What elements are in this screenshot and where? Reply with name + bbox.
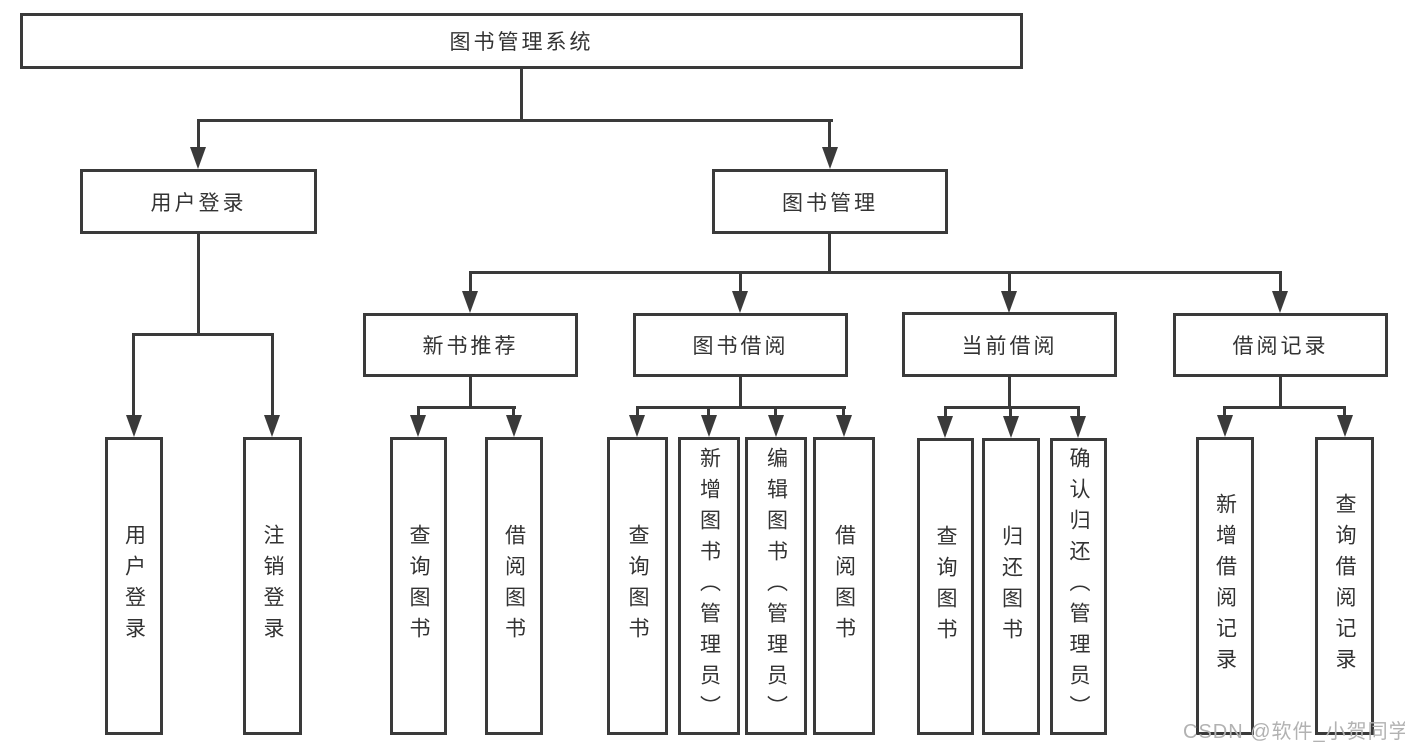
leaf-edit-book-admin: 编辑图书（管理员） [745,437,807,735]
arrowhead-down [1337,415,1353,437]
leaf-query-books-newbooks-label: 查询图书 [407,524,430,648]
arrowhead-down [190,147,206,169]
leaf-return-book-label: 归还图书 [999,524,1023,649]
connector-line [1077,406,1080,420]
arrowhead-down [506,415,522,437]
arrowhead-down [462,291,478,313]
connector-line [469,271,472,295]
connector-line [1279,375,1282,409]
connector-line [520,69,523,121]
connector-line [417,406,420,420]
connector-line [944,406,1080,409]
leaf-borrow-books-borrow: 借阅图书 [813,437,875,735]
leaf-query-borrow-record-label: 查询借阅记录 [1333,493,1356,679]
connector-line [197,119,833,122]
connector-line [1008,271,1011,295]
connector-line [469,271,1282,274]
connector-line [842,406,845,420]
connector-line [197,119,200,152]
connector-line [707,406,710,420]
leaf-query-books-current-label: 查询图书 [934,524,957,649]
arrowhead-down [937,416,953,438]
csdn-watermark: CSDN @软件_小贺同学 [1183,721,1405,743]
connector-line [774,406,777,420]
arrowhead-down [768,415,784,437]
arrowhead-down [1001,291,1017,313]
node-book-borrow-label: 图书借阅 [692,335,789,358]
connector-line [636,406,846,409]
node-current-borrow: 当前借阅 [902,312,1117,377]
arrowhead-down [1003,416,1019,438]
leaf-logout: 注销登录 [243,437,302,735]
node-new-books: 新书推荐 [363,313,578,377]
connector-line [132,333,274,336]
connector-line [636,406,639,420]
leaf-confirm-return-admin-label: 确认归还（管理员） [1067,447,1090,726]
connector-line [1008,375,1011,409]
leaf-logout-label: 注销登录 [261,524,284,648]
connector-line [1279,271,1282,295]
leaf-query-borrow-record: 查询借阅记录 [1315,437,1374,735]
arrowhead-down [629,415,645,437]
leaf-borrow-books-newbooks-label: 借阅图书 [502,524,526,648]
connector-line [271,333,274,419]
connector-line [1223,406,1226,420]
leaf-add-book-admin-label: 新增图书（管理员） [697,446,721,726]
leaf-confirm-return-admin: 确认归还（管理员） [1050,438,1107,735]
arrowhead-down [410,415,426,437]
connector-line [944,406,947,420]
connector-line [1223,406,1346,409]
node-borrow-records-label: 借阅记录 [1232,335,1329,358]
node-root-label: 图书管理系统 [449,31,594,54]
arrowhead-down [1272,291,1288,313]
node-user-login: 用户登录 [80,169,317,234]
leaf-add-borrow-record: 新增借阅记录 [1196,437,1254,735]
node-borrow-records: 借阅记录 [1173,313,1388,377]
connector-line [739,375,742,409]
connector-line [512,406,515,420]
connector-line [1009,406,1012,420]
arrowhead-down [1217,415,1233,437]
connector-line [132,333,135,419]
leaf-user-login: 用户登录 [105,437,163,735]
node-root: 图书管理系统 [20,13,1023,69]
leaf-return-book: 归还图书 [982,438,1040,735]
leaf-add-borrow-record-label: 新增借阅记录 [1213,493,1237,679]
connector-line [828,232,831,274]
arrowhead-down [126,415,142,437]
leaf-borrow-books-newbooks: 借阅图书 [485,437,543,735]
connector-line [828,119,831,152]
node-book-mgmt: 图书管理 [712,169,948,234]
leaf-query-books-newbooks: 查询图书 [390,437,447,735]
node-current-borrow-label: 当前借阅 [961,334,1058,358]
arrowhead-down [264,415,280,437]
leaf-add-book-admin: 新增图书（管理员） [678,437,740,735]
arrowhead-down [836,415,852,437]
leaf-edit-book-admin-label: 编辑图书（管理员） [764,446,788,726]
leaf-borrow-books-borrow-label: 借阅图书 [832,524,856,648]
node-user-login-label: 用户登录 [150,191,247,215]
node-book-mgmt-label: 图书管理 [782,191,878,215]
connector-line [417,406,516,409]
arrowhead-down [701,415,717,437]
node-new-books-label: 新书推荐 [422,335,519,358]
connector-line [197,231,200,335]
arrowhead-down [732,291,748,313]
node-book-borrow: 图书借阅 [633,313,848,377]
arrowhead-down [1070,416,1086,438]
connector-line [739,271,742,295]
leaf-query-books-borrow: 查询图书 [607,437,668,735]
leaf-query-books-borrow-label: 查询图书 [626,524,649,648]
connector-line [1343,406,1346,420]
leaf-query-books-current: 查询图书 [917,438,974,735]
arrowhead-down [822,147,838,169]
connector-line [469,375,472,409]
leaf-user-login-label: 用户登录 [122,524,146,648]
